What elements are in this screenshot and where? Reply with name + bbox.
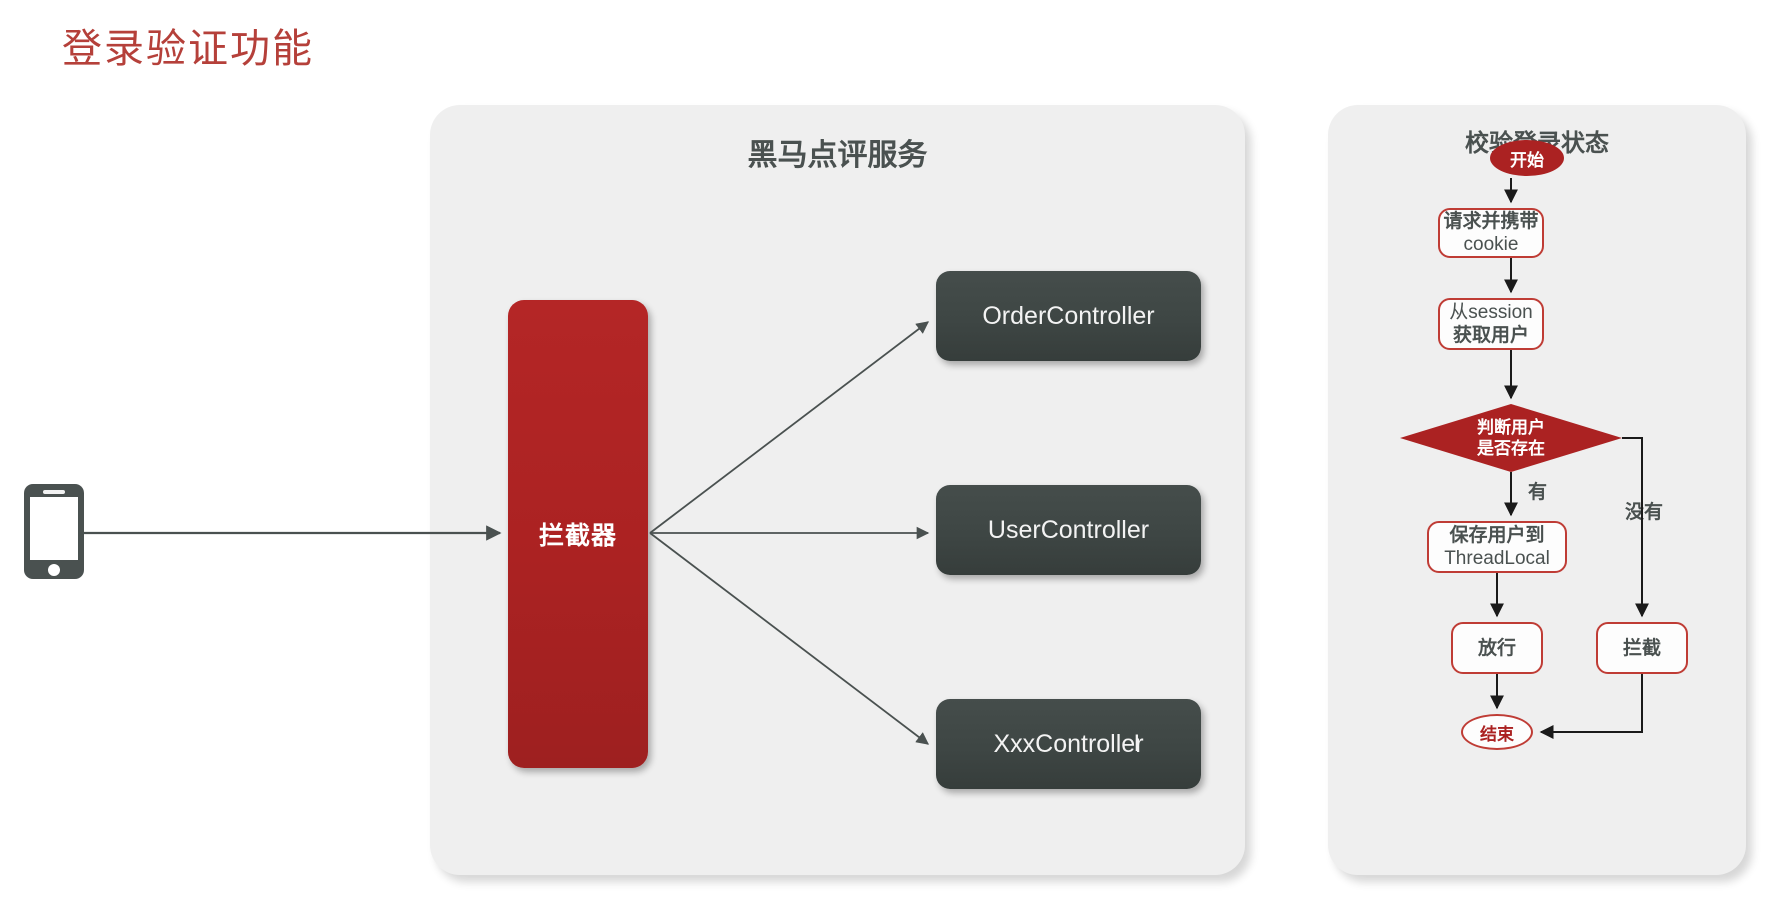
flow-node-start-label: 开始: [1510, 150, 1544, 170]
page-title: 登录验证功能: [62, 26, 314, 71]
controller-label-order: OrderController: [982, 301, 1155, 330]
controller-label-user: UserController: [987, 515, 1150, 544]
branch-label-no: 没有: [1625, 502, 1664, 523]
flow-node-start: 开始: [1490, 140, 1564, 176]
interceptor-block: 拦截器: [508, 300, 648, 768]
controller-box-xxx: XxxController I: [936, 699, 1201, 789]
flow-node-threadlocal-line2: ThreadLocal: [1444, 548, 1550, 569]
flow-node-block: 拦截: [1596, 622, 1688, 674]
flow-node-decision: 判断用户 是否存在: [1400, 404, 1622, 472]
branch-label-yes: 有: [1528, 482, 1548, 503]
controller-label-xxx: XxxController: [993, 729, 1144, 758]
flow-node-decision-line1: 判断用户: [1477, 418, 1545, 437]
controller-box-user: UserController: [936, 485, 1201, 575]
flow-node-session-line2: 获取用户: [1452, 325, 1529, 346]
flow-node-end: 结束: [1461, 714, 1533, 750]
flow-node-decision-line2: 是否存在: [1477, 439, 1545, 458]
flow-node-end-label: 结束: [1480, 724, 1514, 744]
flow-node-block-label: 拦截: [1622, 637, 1661, 659]
flow-node-pass-label: 放行: [1477, 637, 1516, 659]
flow-node-session: 从session 获取用户: [1438, 298, 1544, 350]
phone-home-button: [48, 564, 60, 576]
phone-speaker: [43, 490, 65, 494]
smartphone-icon: [24, 484, 84, 579]
flow-node-cookie: 请求并携带 cookie: [1438, 208, 1544, 258]
flow-node-cookie-line1: 请求并携带: [1443, 211, 1539, 232]
flow-node-session-line1: 从session: [1449, 302, 1533, 323]
flow-node-threadlocal-line1: 保存用户到: [1449, 525, 1545, 546]
interceptor-label: 拦截器: [538, 522, 617, 550]
flow-node-pass: 放行: [1451, 622, 1543, 674]
controller-box-order: OrderController: [936, 271, 1201, 361]
phone-screen: [30, 497, 78, 560]
flow-node-cookie-line2: cookie: [1463, 234, 1519, 255]
flow-node-threadlocal: 保存用户到 ThreadLocal: [1427, 521, 1567, 573]
service-panel-title: 黑马点评服务: [747, 139, 928, 172]
